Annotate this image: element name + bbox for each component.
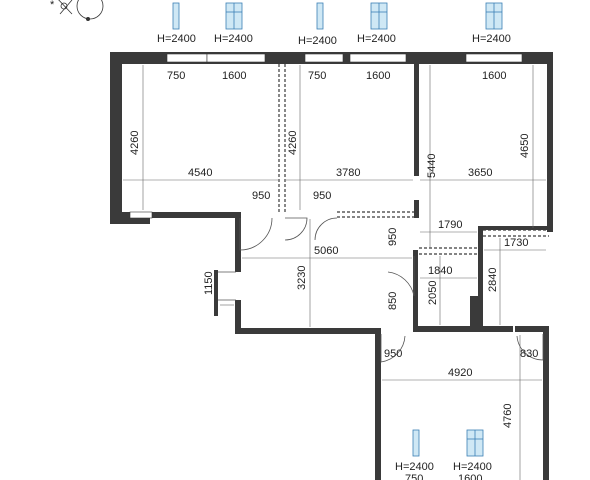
window-height-label: H=2400 bbox=[472, 33, 511, 45]
room3-height-label: 4650 bbox=[519, 134, 531, 158]
hall-width-label: 5060 bbox=[314, 245, 338, 257]
window-icon bbox=[172, 2, 503, 457]
closet-width-label: 1730 bbox=[504, 237, 528, 249]
bath-door-height-label: 850 bbox=[387, 292, 399, 310]
window-height-label: H=2400 bbox=[395, 461, 434, 473]
window-width-label: 1600 bbox=[366, 70, 390, 82]
kitchen-door-label: 950 bbox=[384, 348, 402, 360]
window-width-label: 1600 bbox=[482, 70, 506, 82]
bath-height-label: 2050 bbox=[427, 281, 439, 305]
room2-width-label: 3780 bbox=[336, 167, 360, 179]
room1-height-label: 4260 bbox=[129, 131, 141, 155]
kitchen-height-label: 4760 bbox=[502, 404, 514, 428]
room3-width-label: 3650 bbox=[468, 167, 492, 179]
door-left-label: 950 bbox=[252, 190, 270, 202]
compass-icon: * bbox=[50, 0, 104, 21]
partition-bath bbox=[419, 247, 480, 255]
compass-mark: * bbox=[50, 0, 55, 11]
window-height-label: H=2400 bbox=[157, 33, 196, 45]
window-width-label: 750 bbox=[308, 70, 326, 82]
kitchen-right-label: 830 bbox=[520, 348, 538, 360]
dimension-lines bbox=[123, 65, 546, 480]
window-height-label: H=2400 bbox=[453, 461, 492, 473]
room1-width-label: 4540 bbox=[188, 167, 212, 179]
partition-room2-hall bbox=[337, 211, 414, 218]
partition-room1-room2 bbox=[278, 64, 286, 214]
door-mid-label: 950 bbox=[313, 190, 331, 202]
corridor-width-label: 1790 bbox=[438, 219, 462, 231]
window-height-label: H=2400 bbox=[357, 33, 396, 45]
window-height-label: H=2400 bbox=[298, 35, 337, 47]
window-width-label: 1600 bbox=[222, 70, 246, 82]
room2-height-label: 4260 bbox=[287, 131, 299, 155]
partition-closet bbox=[483, 229, 549, 237]
hall-height-label: 3230 bbox=[296, 266, 308, 290]
room3-left-height-label: 5440 bbox=[426, 154, 438, 178]
doors bbox=[129, 211, 544, 363]
closet-height-label: 2840 bbox=[487, 268, 499, 292]
bath-door-label: 950 bbox=[387, 228, 399, 246]
window-height-label: H=2400 bbox=[214, 33, 253, 45]
windows bbox=[166, 53, 523, 63]
window-width-label: 1600 bbox=[458, 473, 482, 480]
bath-width-label: 1840 bbox=[428, 265, 452, 277]
entry-height-label: 1150 bbox=[203, 271, 215, 295]
walls bbox=[110, 52, 553, 480]
kitchen-width-label: 4920 bbox=[448, 367, 472, 379]
window-width-label: 750 bbox=[405, 473, 423, 480]
window-width-label: 750 bbox=[167, 70, 185, 82]
